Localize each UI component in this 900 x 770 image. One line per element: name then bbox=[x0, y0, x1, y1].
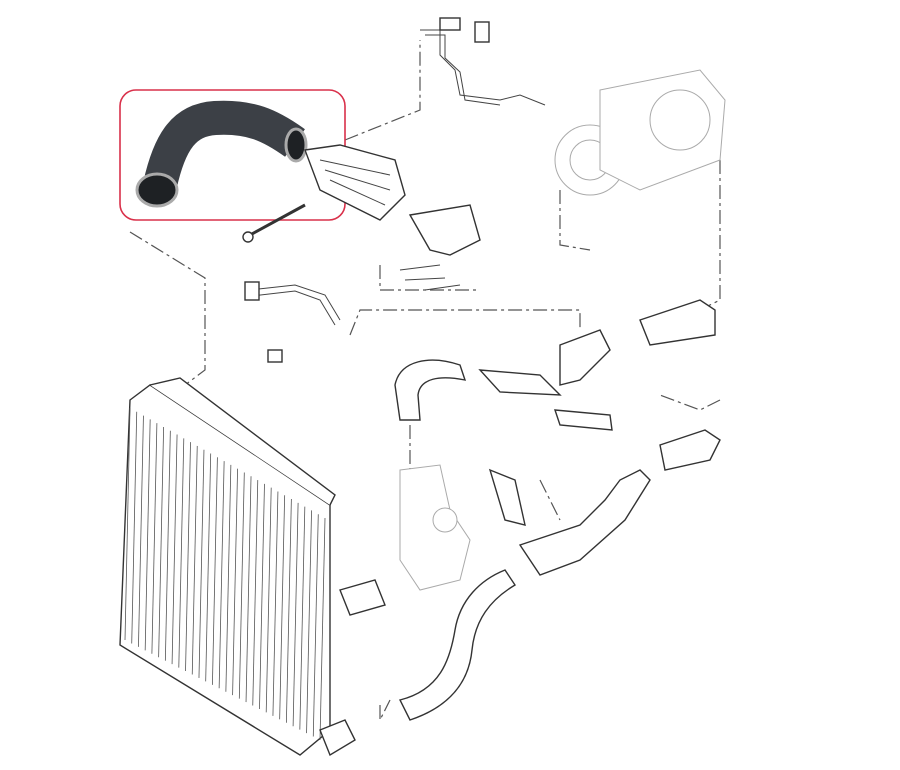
throttle-housing bbox=[242, 144, 406, 243]
cooling-fin bbox=[232, 468, 238, 696]
cooling-fins bbox=[124, 407, 326, 741]
cooling-fin bbox=[124, 407, 131, 641]
cooling-fin bbox=[144, 419, 151, 651]
cooling-fin bbox=[191, 445, 198, 675]
hose-body bbox=[143, 100, 305, 189]
cooling-fin bbox=[312, 514, 319, 737]
cooling-fin bbox=[171, 434, 178, 665]
cooling-fin bbox=[131, 411, 138, 644]
cooling-fin bbox=[225, 464, 232, 692]
mounting-bracket bbox=[399, 204, 481, 291]
cooling-fin bbox=[252, 480, 259, 706]
cooling-fin bbox=[292, 502, 299, 727]
cooling-fin bbox=[158, 426, 165, 658]
vacuum-pipe bbox=[420, 17, 546, 106]
cooling-fin bbox=[138, 415, 144, 647]
egr-valve bbox=[399, 464, 471, 591]
cooling-fin bbox=[238, 472, 245, 699]
hose-clamp bbox=[284, 127, 308, 163]
cooling-fin bbox=[151, 423, 158, 654]
turbocharger bbox=[554, 69, 726, 196]
cooling-fin bbox=[265, 487, 272, 713]
cooling-fin bbox=[218, 461, 225, 689]
cooling-fin bbox=[245, 476, 252, 703]
cooling-fin bbox=[212, 457, 218, 685]
cooling-fin bbox=[279, 495, 286, 720]
cooling-fin bbox=[185, 442, 191, 672]
cooling-fin bbox=[164, 430, 171, 661]
cooling-fin bbox=[178, 438, 185, 668]
cooling-fin bbox=[259, 483, 265, 709]
charge-air-pipes bbox=[339, 299, 721, 721]
cooling-fin bbox=[205, 453, 212, 682]
intercooler bbox=[119, 377, 356, 757]
cooling-fin bbox=[285, 499, 292, 723]
cooling-fin bbox=[272, 491, 279, 716]
cooling-fin bbox=[299, 506, 306, 730]
cooling-fin bbox=[319, 517, 326, 741]
cooling-fin bbox=[198, 449, 205, 678]
sensor-pipe bbox=[244, 281, 341, 363]
hose-clamp bbox=[135, 172, 179, 208]
cooling-fin bbox=[306, 510, 312, 734]
